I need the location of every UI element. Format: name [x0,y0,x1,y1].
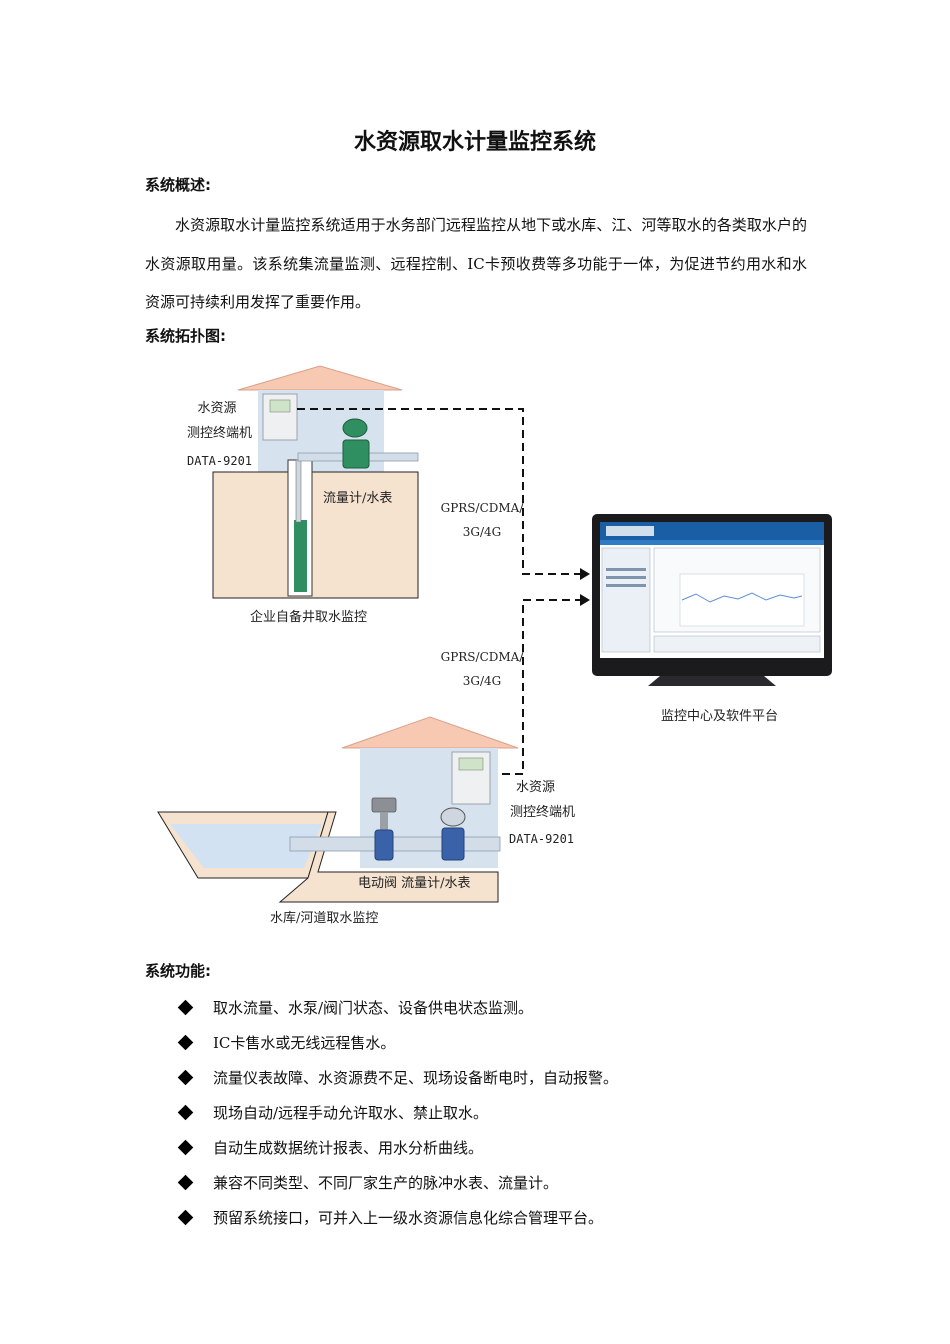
bullet-diamond-icon [177,1069,194,1086]
electric-valve-body [374,829,394,861]
flow-meter-head-2 [440,807,466,827]
topology-heading: 系统拓扑图: [145,327,226,345]
terminal-display-1 [269,399,291,413]
function-text: IC卡售水或无线远程售水。 [213,1033,396,1052]
function-text: 现场自动/远程手动允许取水、禁止取水。 [213,1103,489,1122]
function-text: 预留系统接口，可并入上一级水资源信息化综合管理平台。 [213,1208,604,1227]
intake-pipe [289,836,501,852]
list-item: 预留系统接口，可并入上一级水资源信息化综合管理平台。 [177,1200,618,1235]
list-item: 现场自动/远程手动允许取水、禁止取水。 [177,1095,618,1130]
function-text: 取水流量、水泵/阀门状态、设备供电状态监测。 [213,998,534,1017]
center-caption: 监控中心及软件平台 [661,709,779,724]
well-site [212,365,419,599]
terminal1-model: DATA-9201 [187,454,253,468]
house2-roof [341,716,519,749]
functions-heading: 系统功能: [145,962,211,980]
function-text: 流量仪表故障、水资源费不足、现场设备断电时，自动报警。 [213,1068,619,1087]
flow-meter-body-1 [342,439,370,469]
bullet-diamond-icon [177,1209,194,1226]
bullet-diamond-icon [177,1139,194,1156]
app-chart-curve [681,592,803,603]
app-logo [606,526,654,536]
link1-label-line1: GPRS/CDMA/ [440,501,524,515]
topology-drawing [157,365,832,903]
terminal-display-2 [458,757,484,771]
bullet-diamond-icon [177,1034,194,1051]
link-1-arrow [580,568,590,580]
terminal2-label-line1: 水资源 [516,780,556,795]
flow-meter-head-1 [342,418,368,438]
flow-meter-body-2 [441,827,465,861]
link2-label-line1: GPRS/CDMA/ [440,650,524,664]
overview-heading: 系统概述: [145,176,211,194]
site2-caption: 水库/河道取水监控 [270,911,379,926]
link2-label-line2: 3G/4G [462,674,502,688]
well-pipe [295,459,302,523]
terminal-cabinet-1 [262,393,298,441]
list-item: IC卡售水或无线远程售水。 [177,1025,618,1060]
app-side-row [606,576,646,579]
app-chart-area [679,573,805,627]
house1-roof [237,365,403,391]
monitor-stand [648,676,776,686]
app-menu-bar [600,540,824,545]
monitor-center [592,514,832,686]
valve-meter2-label: 电动阀 流量计/水表 [358,876,471,891]
bullet-diamond-icon [177,1104,194,1121]
submersible-pump [294,520,307,592]
list-item: 自动生成数据统计报表、用水分析曲线。 [177,1130,618,1165]
bullet-diamond-icon [177,999,194,1016]
terminal1-label-line1: 水资源 [197,401,237,416]
function-list: 取水流量、水泵/阀门状态、设备供电状态监测。 IC卡售水或无线远程售水。 流量仪… [177,990,619,1235]
ground-2 [278,811,499,903]
terminal2-label-line2: 测控终端机 [510,805,576,820]
well-ground [212,471,419,599]
function-text: 兼容不同类型、不同厂家生产的脉冲水表、流量计。 [213,1173,559,1192]
app-side-row [606,568,646,571]
document-title: 水资源取水计量监控系统 [353,130,596,155]
link-2-arrow [580,594,590,606]
overview-paragraph: 水资源取水计量监控系统适用于水务部门远程监控从地下或水库、江、河等取水的各类取水… [145,216,807,311]
valve-stem [380,812,388,830]
link1-label-line2: 3G/4G [462,525,502,539]
meter1-label: 流量计/水表 [323,491,393,506]
reservoir-site [157,716,519,903]
app-side-panel [601,547,651,653]
comm-links [297,408,590,775]
link-2-line [502,599,580,775]
terminal1-label-line2: 测控终端机 [187,426,253,441]
terminal2-model: DATA-9201 [509,832,575,846]
function-text: 自动生成数据统计报表、用水分析曲线。 [213,1138,484,1157]
app-table [653,635,821,653]
app-header-bar [600,522,824,540]
valve-actuator [371,797,397,813]
list-item: 取水流量、水泵/阀门状态、设备供电状态监测。 [177,990,618,1025]
site1-caption: 企业自备井取水监控 [250,610,368,625]
reservoir-water [170,824,322,868]
link-1-line [297,408,580,575]
list-item: 兼容不同类型、不同厂家生产的脉冲水表、流量计。 [177,1165,618,1200]
list-item: 流量仪表故障、水资源费不足、现场设备断电时，自动报警。 [177,1060,619,1095]
app-side-row [606,584,646,587]
bullet-diamond-icon [177,1174,194,1191]
topology-diagram: 水资源 测控终端机 DATA-9201 流量计/水表 企业自备井取水监控 GPR… [140,350,840,940]
